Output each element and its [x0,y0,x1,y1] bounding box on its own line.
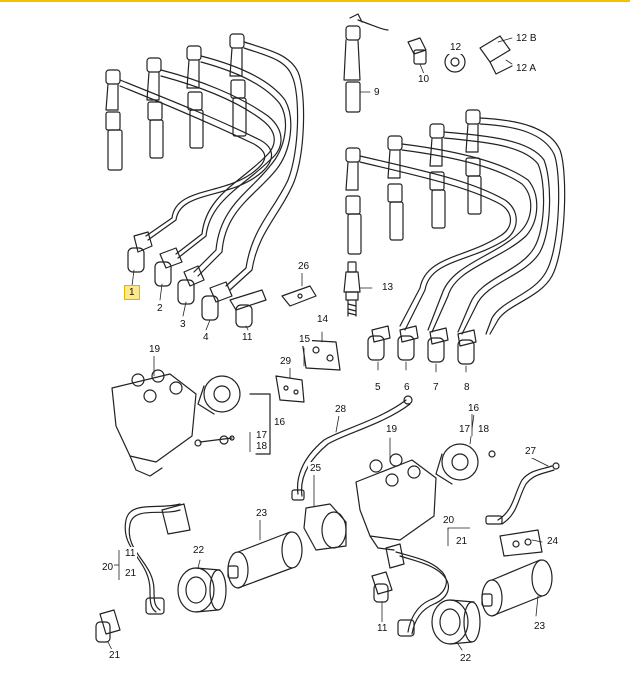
callout-4[interactable]: 4 [201,331,211,344]
callout-29[interactable]: 29 [278,355,294,368]
callout-23-right[interactable]: 23 [532,620,548,633]
spark-plug-13 [343,261,361,317]
ignition-coil-23-left [227,531,303,589]
callout-16-right[interactable]: 16 [466,402,482,415]
plug-boots-left [127,231,267,328]
ignition-coil-23-right [481,559,553,617]
plug-connector-1 [105,69,123,171]
bracket-26 [281,285,317,307]
top-rule [0,0,630,2]
callout-18-right[interactable]: 18 [476,423,492,436]
callout-3[interactable]: 3 [178,318,188,331]
rplug-c [429,123,446,229]
ground-strap-27 [485,462,560,525]
plug-21-left [95,609,121,643]
ignition-wires-left [119,41,305,291]
bracket-29 [275,375,305,403]
bracket-24 [499,529,543,557]
plug-connector-2 [146,57,164,159]
callout-1[interactable]: 1 [124,285,140,300]
coil-ring-22-right [431,599,481,645]
callout-20-left[interactable]: 20 [100,561,116,574]
ignition-wires-right [359,117,566,335]
boot-2 [154,247,183,287]
callout-17-left[interactable]: 17 [254,429,270,442]
cable-20-right [385,543,450,637]
boot-11 [229,289,267,328]
callout-21-right-group[interactable]: 21 [454,535,470,548]
callout-12b[interactable]: 12 B [514,32,539,45]
callout-23-left[interactable]: 23 [254,507,270,520]
callout-17-right[interactable]: 17 [457,423,473,436]
screw-17 [194,435,235,447]
rplug-b [387,135,404,241]
callout-21-left-lower[interactable]: 21 [107,649,123,662]
plug-connector-3 [186,45,204,149]
callout-11-bottom-right[interactable]: 11 [375,622,390,635]
callout-28[interactable]: 28 [333,403,349,416]
callout-10[interactable]: 10 [416,73,432,86]
distributor-cap-right [435,443,496,485]
callout-12[interactable]: 12 [448,41,464,54]
callout-7[interactable]: 7 [431,381,441,394]
callout-13[interactable]: 13 [380,281,396,294]
callout-5[interactable]: 5 [373,381,383,394]
boot-1 [127,231,153,273]
plug-boots-right [367,325,477,365]
callout-18-left[interactable]: 18 [254,440,270,453]
coil-clamp-25 [303,503,347,551]
callout-24[interactable]: 24 [545,535,561,548]
plug-11-right [371,571,393,603]
distributor-cap-left [197,375,241,415]
callout-27[interactable]: 27 [523,445,539,458]
callout-20-right[interactable]: 20 [441,514,457,527]
callout-19-left[interactable]: 19 [147,343,163,356]
callout-26[interactable]: 26 [296,260,312,273]
callout-11-right-upper[interactable]: 11 [123,547,138,560]
callout-22-right[interactable]: 22 [458,652,474,665]
callout-9[interactable]: 9 [372,86,382,99]
plug-connector-group-left [105,33,247,171]
callout-16-left[interactable]: 16 [272,416,288,429]
callout-8[interactable]: 8 [462,381,472,394]
callout-25[interactable]: 25 [308,462,324,475]
distributor-19-left [111,369,197,477]
callout-11-left[interactable]: 11 [240,331,255,344]
rplug-a [345,147,362,255]
callout-19-right[interactable]: 19 [384,423,400,436]
callout-15[interactable]: 15 [297,333,313,346]
callout-12a[interactable]: 12 A [514,62,539,75]
callout-6[interactable]: 6 [402,381,412,394]
callout-22-left[interactable]: 22 [191,544,207,557]
boot-3 [177,265,205,305]
coil-ring-22-left [177,567,227,613]
callout-21-left-upper[interactable]: 21 [123,567,139,580]
callout-2[interactable]: 2 [155,302,165,315]
callout-14[interactable]: 14 [315,313,331,326]
spark-plug-connector-9 [343,13,389,113]
ground-strap-28 [291,395,413,501]
bracket-14 [301,339,341,371]
